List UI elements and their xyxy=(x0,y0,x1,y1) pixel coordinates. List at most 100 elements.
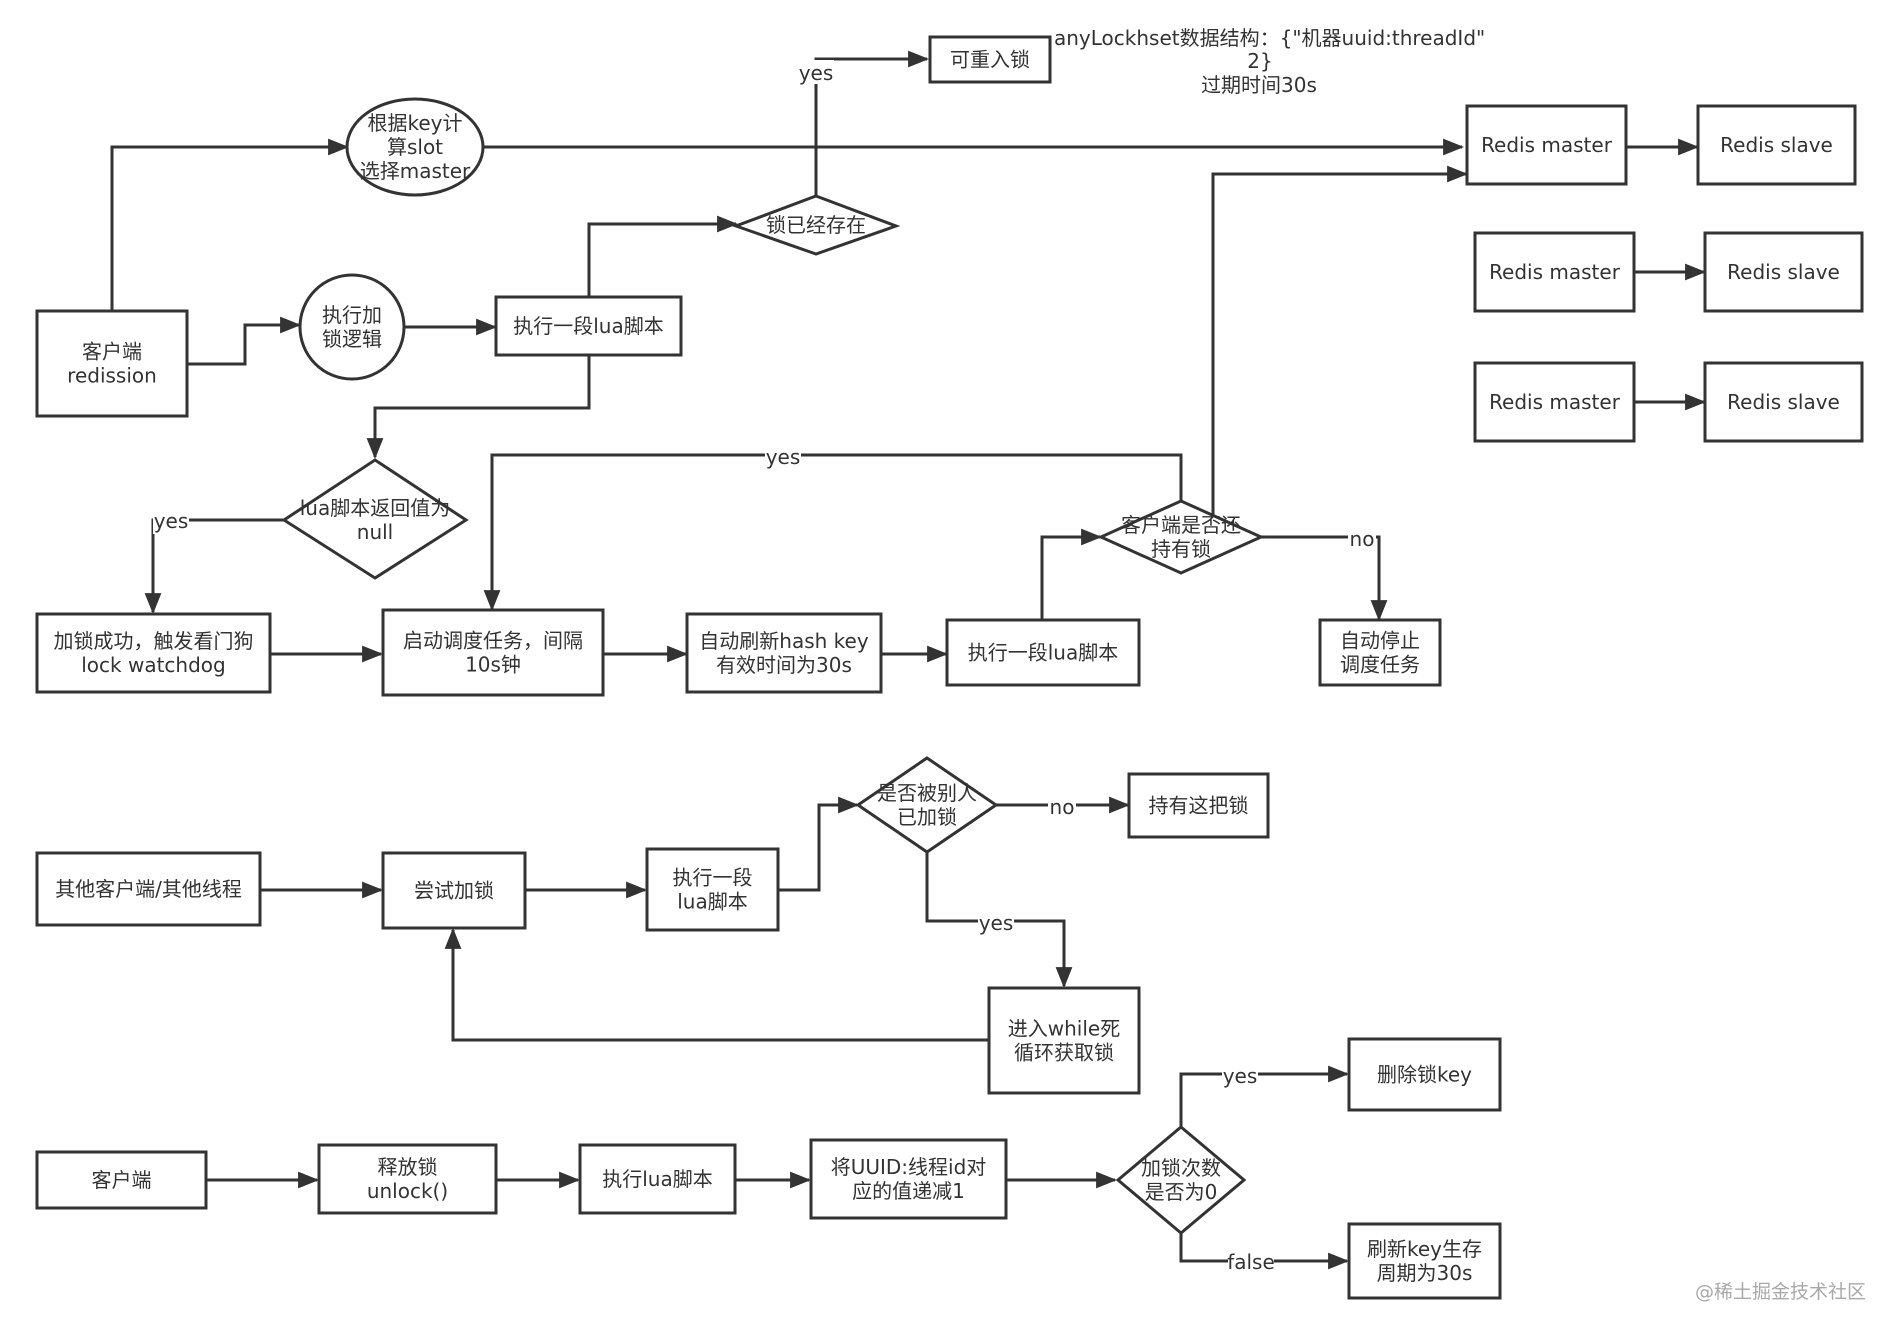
edge-while-loop-to-try-lock xyxy=(444,927,988,1042)
edge-client-to-calc-slot xyxy=(110,138,350,311)
edge-label-lock-exists-yes: yes xyxy=(798,60,834,85)
node-label-line: 执行lua脚本 xyxy=(602,1167,713,1191)
edge-lua3-to-locked-check xyxy=(778,796,860,892)
node-exec-lua-4: 执行lua脚本 xyxy=(578,1143,737,1215)
node-label-line: Redis slave xyxy=(1727,260,1840,284)
node-label-line: 应的值递减1 xyxy=(852,1179,965,1203)
svg-text:客户端是否还持有锁: 客户端是否还持有锁 xyxy=(1121,513,1241,561)
node-label-line: 删除锁key xyxy=(1377,1063,1472,1087)
svg-text:尝试加锁: 尝试加锁 xyxy=(414,879,494,903)
node-label-line: Redis master xyxy=(1489,390,1621,414)
node-while-loop: 进入while死循环获取锁 xyxy=(987,986,1141,1095)
svg-text:执行lua脚本: 执行lua脚本 xyxy=(602,1167,713,1191)
node-label-line: 持有锁 xyxy=(1151,537,1211,561)
svg-text:yes: yes xyxy=(154,509,189,533)
svg-text:yes: yes xyxy=(1223,1064,1258,1088)
node-label-line: null xyxy=(357,520,393,544)
node-label-line: 算slot xyxy=(387,135,443,159)
node-label-line: Redis slave xyxy=(1720,133,1833,157)
svg-text:进入while死循环获取锁: 进入while死循环获取锁 xyxy=(1008,1017,1120,1065)
svg-text:是否被别人已加锁: 是否被别人已加锁 xyxy=(877,781,977,829)
node-label-line: redission xyxy=(67,364,157,388)
node-redis-slave-1: Redis slave xyxy=(1696,104,1857,186)
svg-text:yes: yes xyxy=(799,61,834,85)
node-hold-lock: 持有这把锁 xyxy=(1127,772,1270,839)
node-label-line: 执行一段 xyxy=(673,866,753,890)
edge-label-holds-lock-yes: yes xyxy=(765,445,801,471)
node-label-line: lua脚本返回值为 xyxy=(300,496,451,520)
svg-text:过期时间30s: 过期时间30s xyxy=(1201,73,1317,97)
svg-text:Redis master: Redis master xyxy=(1481,133,1613,157)
node-refresh-key-ttl: 刷新key生存周期为30s xyxy=(1347,1222,1502,1300)
node-label-line: 加锁次数 xyxy=(1141,1156,1221,1180)
watermark: @稀土掘金技术社区 xyxy=(1695,1281,1866,1303)
node-label-line: 锁逻辑 xyxy=(322,327,382,351)
node-stop-schedule: 自动停止调度任务 xyxy=(1318,618,1442,687)
node-label-line: 是否为0 xyxy=(1145,1180,1218,1204)
edge-label-count-zero-yes: yes xyxy=(1222,1064,1258,1088)
edge-label-locked-by-other-yes: yes xyxy=(978,911,1014,935)
node-label-line: 客户端 xyxy=(92,1168,152,1192)
node-lock-exists: 锁已经存在 xyxy=(731,194,901,256)
svg-text:yes: yes xyxy=(766,445,801,469)
edge-client-to-exec-lock-logic xyxy=(187,316,302,366)
node-locked-by-other: 是否被别人已加锁 xyxy=(855,756,999,854)
node-client-holds-lock: 客户端是否还持有锁 xyxy=(1097,499,1265,575)
node-label-line: 执行一段lua脚本 xyxy=(968,641,1119,665)
node-label-line: 有效时间为30s xyxy=(716,653,852,677)
svg-text:其他客户端/其他线程: 其他客户端/其他线程 xyxy=(55,877,242,901)
node-label-line: 执行加 xyxy=(322,303,382,327)
edge-label-holds-lock-no: no xyxy=(1348,526,1376,551)
edge-lua-to-null-check xyxy=(366,355,591,460)
edge-label-count-zero-false: false xyxy=(1227,1250,1275,1274)
svg-text:执行一段lua脚本: 执行一段lua脚本 xyxy=(673,866,753,914)
node-delete-lock-key: 删除锁key xyxy=(1347,1037,1502,1112)
node-exec-lock-logic: 执行加锁逻辑 xyxy=(298,273,406,381)
node-label-line: Redis master xyxy=(1489,260,1621,284)
svg-text:客户端: 客户端 xyxy=(92,1168,152,1192)
node-label-line: 调度任务 xyxy=(1340,653,1420,677)
node-label-line: 尝试加锁 xyxy=(414,879,494,903)
svg-text:2}: 2} xyxy=(1247,49,1272,73)
svg-text:自动停止调度任务: 自动停止调度任务 xyxy=(1340,629,1420,677)
node-label-line: Redis slave xyxy=(1727,390,1840,414)
data-structure-note: anyLockhset数据结构：{"机器uuid:threadId" 2} 过期… xyxy=(1054,26,1485,97)
edge-count-zero-yes-to-delete xyxy=(1179,1065,1350,1127)
node-reentrant-lock: 可重入锁 xyxy=(928,35,1052,84)
node-lock-count-zero: 加锁次数是否为0 xyxy=(1115,1125,1247,1235)
node-label-line: 刷新key生存 xyxy=(1367,1237,1482,1261)
node-label-line: 持有这把锁 xyxy=(1149,794,1249,818)
node-label-line: 10s钟 xyxy=(465,653,521,677)
node-label-line: 进入while死 xyxy=(1008,1017,1120,1041)
node-label-line: Redis master xyxy=(1481,133,1613,157)
node-label-line: 释放锁 xyxy=(378,1155,438,1179)
edge-holds-lock-no-to-stop xyxy=(1261,535,1388,622)
edge-labels: yes yes yes no no yes yes false xyxy=(153,60,1376,1274)
node-redis-slave-3: Redis slave xyxy=(1703,361,1864,443)
edge-lua-to-lock-exists xyxy=(587,215,739,297)
node-label-line: 客户端是否还 xyxy=(1121,513,1241,537)
node-redis-master-3: Redis master xyxy=(1473,361,1636,443)
svg-text:加锁次数是否为0: 加锁次数是否为0 xyxy=(1141,1156,1221,1204)
edge-lua2-to-holds-lock xyxy=(1040,528,1103,620)
node-label-line: 选择master xyxy=(360,159,471,183)
edge-label-lua-null-yes: yes xyxy=(153,509,189,534)
svg-text:no: no xyxy=(1050,795,1075,819)
node-label-line: unlock() xyxy=(367,1179,448,1203)
node-decrement-uuid: 将UUID:线程id对应的值递减1 xyxy=(809,1138,1008,1220)
edge-holds-lock-yes-to-schedule xyxy=(483,453,1183,612)
svg-text:Redis master: Redis master xyxy=(1489,390,1621,414)
node-other-client: 其他客户端/其他线程 xyxy=(35,851,262,927)
